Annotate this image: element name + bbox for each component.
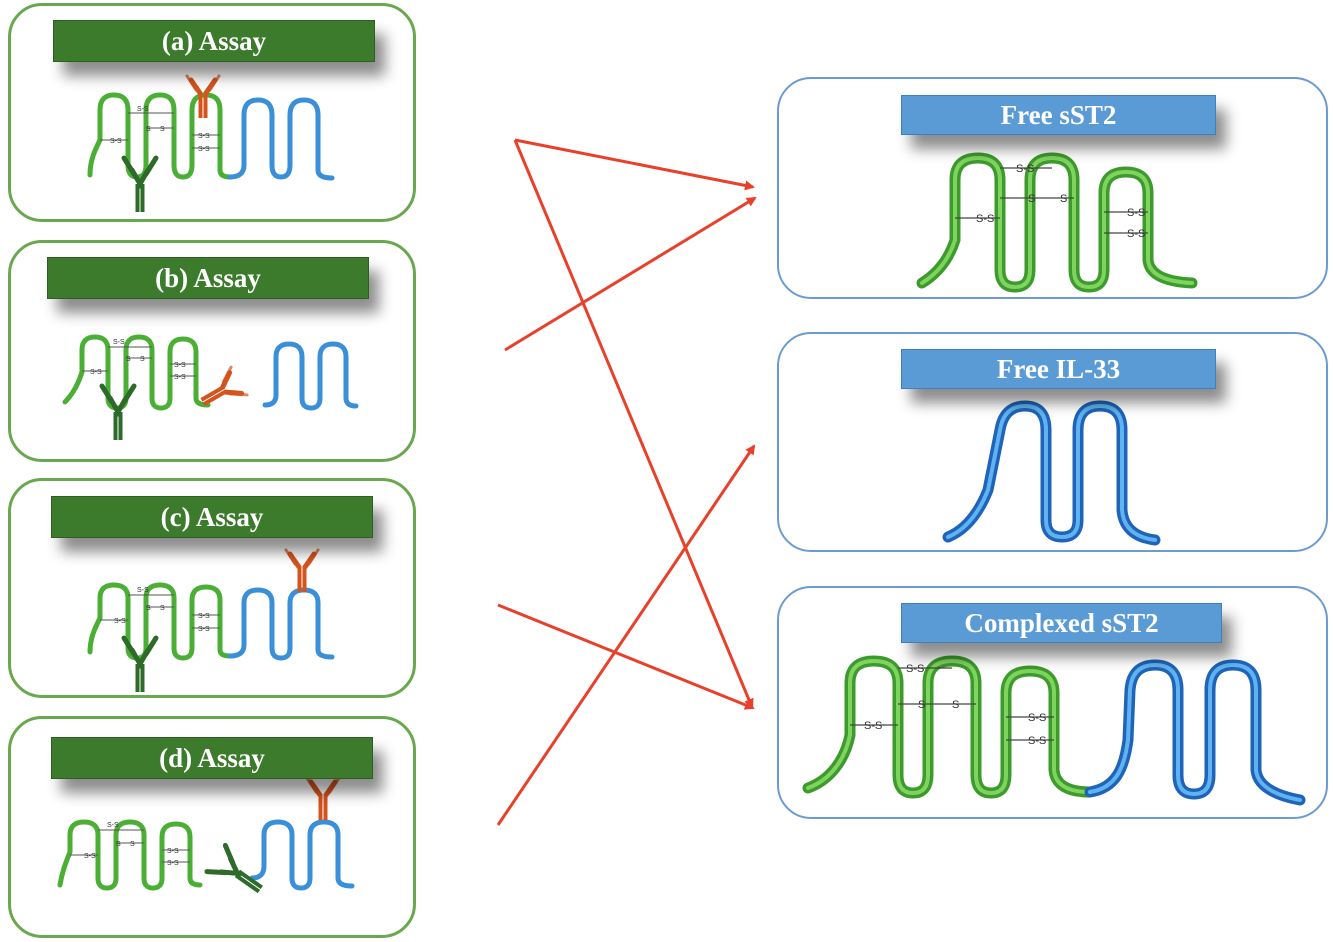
assay-target-arrows [496,138,757,826]
bond-label: S [918,699,925,711]
assay-a-title: (a) Assay [53,20,375,62]
assay-c-molecules: S-S S S S-S S-S S-S [87,550,335,692]
free-sst2-molecule: S-S S S S-S S-S S-S [916,152,1198,293]
arrow-a-to-complexed-sst2 [513,139,754,709]
bond-label: S-S [1028,712,1046,724]
bond-label: S-S [174,374,186,381]
detection-antibody-icon [286,550,318,592]
bond-label: S-S [90,369,102,376]
bond-label: S-S [167,848,179,855]
bond-label: S-S [174,362,186,369]
bond-label: S [126,356,131,363]
bond-label: S-S [167,860,179,867]
capture-antibody-icon [102,386,134,440]
bond-label: S [160,126,165,133]
bond-label: S [140,356,145,363]
bond-label: S-S [110,138,122,145]
bond-label: S-S [1127,207,1145,219]
assay-a-molecules: S-S S S S-S S-S S-S [87,76,335,212]
bond-label: S-S [137,587,149,594]
bond-label: S [130,841,135,848]
bond-label: S [1060,193,1067,205]
target-complexed-sst2-title: Complexed sST2 [901,603,1222,643]
bond-label: S-S [864,720,882,732]
bond-label: S [1028,193,1035,205]
assay-c-title: (c) Assay [51,496,373,538]
assay-d-title: (d) Assay [51,737,373,779]
bond-label: S-S [113,339,125,346]
bond-label: S-S [107,822,119,829]
arrow-b-to-free-sst2 [504,196,757,352]
assay-b-title: (b) Assay [47,257,369,299]
bond-label: S-S [114,618,126,625]
arrow-a-to-free-sst2 [514,138,755,191]
target-free-sst2-title: Free sST2 [901,95,1216,135]
bond-label: S [160,605,165,612]
complexed-sst2-molecule: S-S S S S-S S-S S-S [802,655,1306,806]
bond-label: S-S [1016,163,1034,175]
detection-antibody-icon [307,778,339,820]
bond-label: S-S [198,146,210,153]
bond-label: S-S [198,613,210,620]
bond-label: S-S [137,106,149,113]
arrow-d-to-free-il33 [496,444,756,826]
bond-label: S [146,126,151,133]
bond-label: S [116,841,121,848]
assay-b-molecules: S-S S S S-S S-S S-S [62,334,359,440]
bond-label: S-S [976,213,994,225]
bond-label: S-S [198,626,210,633]
detection-antibody-icon [195,367,247,416]
bond-label: S-S [906,663,924,675]
free-il33-molecule [942,400,1161,546]
bond-label: S-S [1127,228,1145,240]
bond-label: S [952,699,959,711]
arrow-c-to-complexed-sst2 [497,603,755,710]
capture-antibody-icon [124,158,156,212]
bond-label: S-S [1028,735,1046,747]
bond-label: S-S [198,133,210,140]
capture-antibody-icon [124,638,156,692]
bond-label: S-S [84,853,96,860]
assay-d-molecules: S-S S S S-S S-S S-S [57,778,355,903]
bond-label: S [146,605,151,612]
target-free-il33-title: Free IL-33 [901,349,1216,389]
